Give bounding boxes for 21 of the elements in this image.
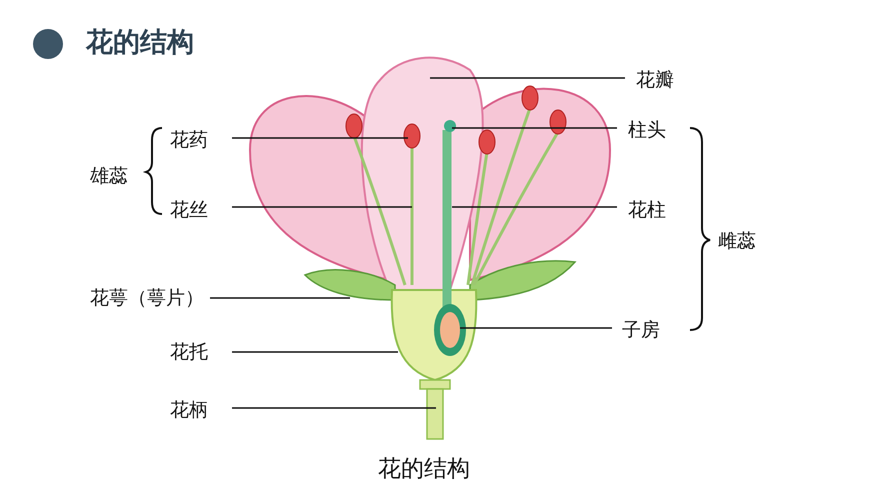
part-label: 花托 xyxy=(170,340,208,364)
leader-line xyxy=(232,407,436,409)
leader-line xyxy=(232,351,398,353)
group-label: 雌蕊 xyxy=(718,229,756,253)
part-label: 花柄 xyxy=(170,398,208,422)
part-label: 子房 xyxy=(622,318,660,342)
group-label: 雄蕊 xyxy=(90,164,128,188)
part-label: 花萼（萼片） xyxy=(90,286,204,310)
leader-line xyxy=(210,297,350,299)
leader-line xyxy=(232,137,408,139)
leader-line xyxy=(430,77,625,79)
title: 花的结构 xyxy=(86,26,194,60)
part-label: 花瓣 xyxy=(636,68,674,92)
part-label: 花丝 xyxy=(170,198,208,222)
leader-line xyxy=(452,206,617,208)
part-label: 花柱 xyxy=(628,198,666,222)
caption: 花的结构 xyxy=(378,455,470,484)
part-label: 柱头 xyxy=(628,118,666,142)
leader-line xyxy=(460,327,612,329)
leader-line xyxy=(232,206,412,208)
part-label: 花药 xyxy=(170,128,208,152)
